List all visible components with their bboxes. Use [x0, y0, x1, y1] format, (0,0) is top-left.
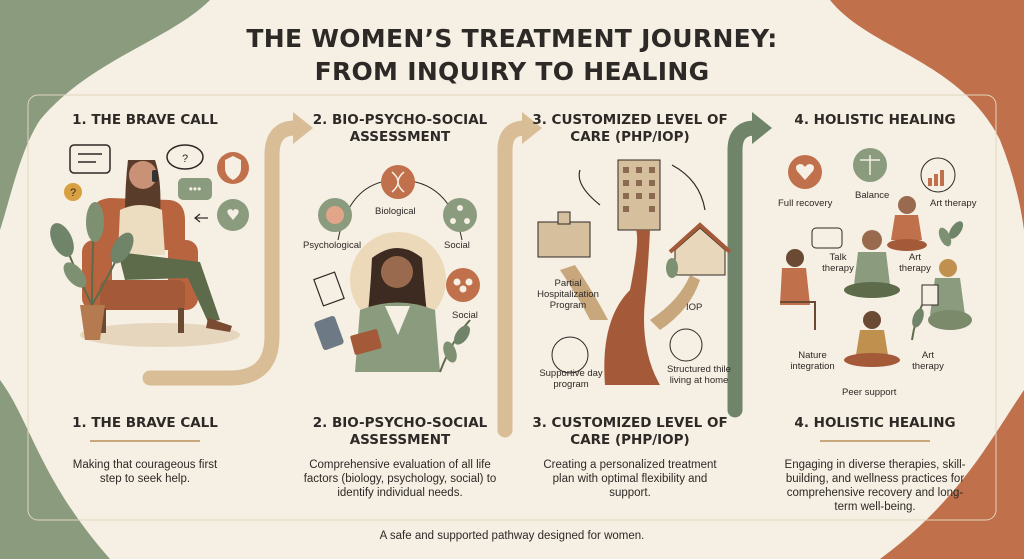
corner-blob-top-right: [830, 0, 1024, 230]
label-full-recovery: Full recovery: [778, 198, 833, 209]
label-balance: Balance: [855, 190, 890, 201]
step-1-description: Making that courageous first step to see…: [72, 459, 218, 485]
plant-icon: [911, 221, 964, 341]
step-4-description: Engaging in diverse therapies, skill-bui…: [784, 459, 966, 513]
house-icon: [674, 227, 726, 276]
network-icon: [443, 198, 477, 232]
arrow-step2-to-step3: [497, 120, 533, 438]
label-art-therapy-3: Art therapy: [912, 350, 944, 372]
speech-bubble-icon: [69, 144, 111, 174]
step-2-description: Comprehensive evaluation of all life fac…: [303, 459, 497, 499]
label-nature-integration: Nature integration: [790, 350, 835, 372]
svg-text:•••: •••: [189, 182, 202, 196]
label-art-therapy-1: Art therapy: [930, 198, 977, 209]
step-2-heading: 2. BIO-PSYCHO-SOCIAL ASSESSMENT: [312, 112, 488, 145]
assessment-illustration: [313, 165, 480, 373]
phone-icon: [152, 170, 158, 182]
arrow-step1-to-step2: [142, 120, 303, 386]
page-title: THE WOMEN’S TREATMENT JOURNEY: FROM INQU…: [0, 22, 1024, 88]
footer-tagline: A safe and supported pathway designed fo…: [379, 530, 645, 542]
svg-text:?: ?: [182, 153, 188, 165]
label-psychological: Psychological: [303, 240, 362, 251]
corner-blob-top-left: [0, 0, 210, 230]
step-4-heading: 4. HOLISTIC HEALING: [794, 112, 956, 128]
meditation-icon: [862, 230, 882, 250]
holistic-healing-illustration: [780, 148, 972, 367]
svg-text:?: ?: [70, 187, 76, 199]
step-3-heading: 3. CUSTOMIZED LEVEL OF CARE (PHP/IOP): [532, 112, 728, 145]
label-social-bottom: Social: [452, 310, 478, 321]
group-icon: [446, 268, 480, 302]
label-social-top: Social: [444, 240, 470, 251]
label-talk-therapy: Talk therapy: [822, 252, 854, 274]
brave-call-illustration: ? ? •••: [50, 144, 249, 347]
step-4-heading-bottom: 4. HOLISTIC HEALING: [794, 415, 956, 431]
title-line-1: THE WOMEN’S TREATMENT JOURNEY:: [246, 24, 778, 53]
label-supportive-day-program: Supportive day program: [539, 368, 603, 390]
level-of-care-illustration: [537, 159, 732, 385]
label-peer-support: Peer support: [842, 387, 897, 398]
corner-blob-bottom-left: [0, 380, 110, 559]
woman-head: [129, 161, 157, 189]
label-php: Partial Hospitalization Program: [537, 278, 599, 311]
arrow-step3-to-step4: [727, 120, 763, 418]
label-iop: IOP: [686, 302, 703, 313]
step-1-heading-bottom: 1. THE BRAVE CALL: [72, 415, 218, 431]
step-2-heading-bottom: 2. BIO-PSYCHO-SOCIAL ASSESSMENT: [312, 415, 488, 448]
arrow-head-3: [752, 112, 772, 144]
corner-blob-bottom-right: [880, 390, 1024, 559]
step-3-heading-bottom: 3. CUSTOMIZED LEVEL OF CARE (PHP/IOP): [532, 415, 728, 448]
step-3-description: Creating a personalized treatment plan w…: [543, 459, 717, 499]
step-4-divider: [820, 440, 930, 442]
step-1-divider: [90, 440, 200, 442]
arrow-head-2: [522, 112, 542, 144]
step-1-heading: 1. THE BRAVE CALL: [72, 112, 218, 128]
title-line-2: FROM INQUIRY TO HEALING: [314, 57, 710, 86]
label-art-therapy-2: Art therapy: [899, 252, 931, 274]
label-structured-living: Structured thile living at home: [667, 364, 731, 386]
label-biological: Biological: [375, 206, 416, 217]
arrow-head-1: [293, 112, 313, 144]
